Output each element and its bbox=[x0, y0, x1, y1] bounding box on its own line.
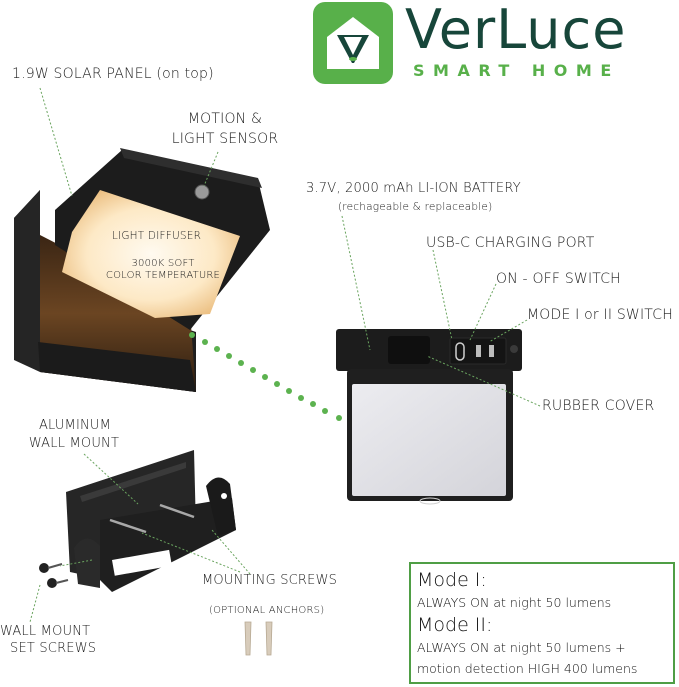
label-color-temp-line2: COLOR TEMPERATURE bbox=[105, 270, 221, 281]
dotted-connector bbox=[189, 332, 342, 421]
mode-2-title: Mode II: bbox=[417, 614, 493, 636]
label-motion-sensor-line1: MOTION & bbox=[187, 111, 263, 127]
label-on-off-switch: ON - OFF SWITCH bbox=[496, 271, 621, 287]
brand-name: VerLuce bbox=[405, 0, 627, 61]
label-wall-mount-line1: ALUMINUM bbox=[38, 418, 112, 433]
label-wall-mount-line2: WALL MOUNT bbox=[28, 436, 120, 451]
wall-mount-bracket bbox=[39, 450, 236, 592]
brand-logo-icon bbox=[313, 2, 393, 84]
label-set-screws-line1: WALL MOUNT bbox=[0, 624, 91, 639]
mode-2-description-line1: ALWAYS ON at night 50 lumens + bbox=[417, 640, 626, 655]
modes-info-box: Mode I: ALWAYS ON at night 50 lumens Mod… bbox=[409, 562, 675, 684]
label-battery: 3.7V, 2000 mAh LI-ION BATTERY bbox=[306, 181, 521, 196]
wall-anchors bbox=[244, 621, 273, 656]
label-motion-sensor-line2: LIGHT SENSOR bbox=[171, 131, 279, 147]
lamp-front-view bbox=[336, 329, 522, 505]
label-set-screws-line2: SET SCREWS bbox=[10, 641, 97, 656]
house-icon bbox=[327, 17, 379, 69]
leader-lines bbox=[29, 87, 541, 623]
label-rubber-cover: RUBBER COVER bbox=[542, 398, 655, 414]
label-color-temp-line1: 3000K SOFT bbox=[131, 258, 195, 269]
label-mounting-screws: MOUNTING SCREWS bbox=[202, 573, 338, 588]
label-usb-port: USB-C CHARGING PORT bbox=[426, 235, 595, 251]
lamp-angled-view bbox=[14, 148, 270, 392]
label-light-diffuser: LIGHT DIFFUSER bbox=[112, 230, 202, 242]
mode-1-title: Mode I: bbox=[417, 569, 487, 591]
label-mode-switch: MODE I or II SWITCH bbox=[527, 307, 673, 323]
label-optional-anchors: (OPTIONAL ANCHORS) bbox=[209, 605, 325, 616]
label-solar-panel: 1.9W SOLAR PANEL (on top) bbox=[12, 66, 214, 82]
brand-tagline: SMART HOME bbox=[413, 61, 620, 80]
mode-1-description: ALWAYS ON at night 50 lumens bbox=[417, 595, 612, 610]
mode-2-description-line2: motion detection HIGH 400 lumens bbox=[417, 661, 638, 676]
label-battery-note: (rechageable & replaceable) bbox=[338, 201, 493, 213]
